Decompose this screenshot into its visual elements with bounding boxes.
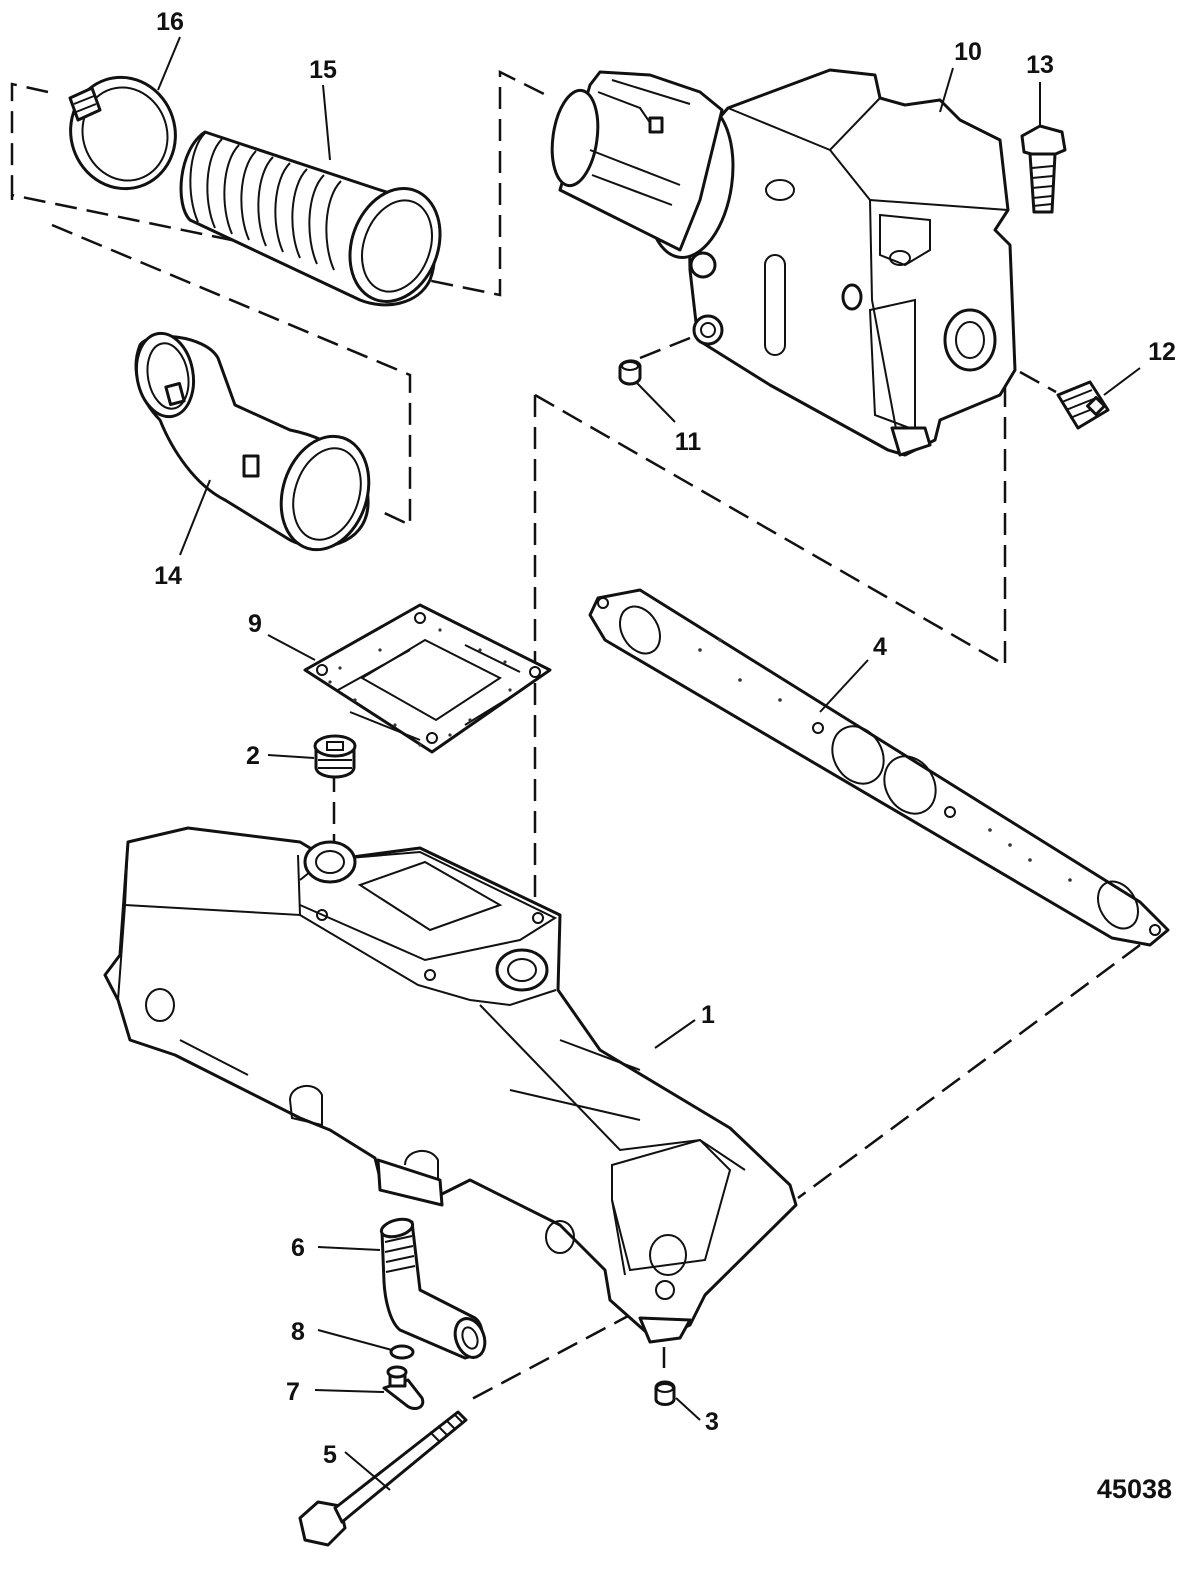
part-8-o-ring <box>389 1344 415 1360</box>
callout-8: 8 <box>291 1318 305 1346</box>
part-11-plug <box>618 359 642 386</box>
callout-16: 16 <box>156 8 184 36</box>
callout-12: 12 <box>1148 338 1176 366</box>
part-14-exhaust-elbow <box>134 331 371 552</box>
part-16-hose-clamp <box>68 75 177 191</box>
part-7-drain-fitting <box>382 1365 425 1410</box>
part-9-riser-gasket <box>303 603 552 754</box>
callout-11: 11 <box>675 428 702 456</box>
callout-numbers: 16 15 10 13 12 11 14 9 4 2 1 6 8 7 3 5 <box>154 8 1176 1469</box>
part-13-bolt <box>1020 124 1067 214</box>
callout-4: 4 <box>873 633 887 661</box>
callout-7: 7 <box>286 1378 300 1406</box>
callout-3: 3 <box>705 1408 719 1436</box>
part-6-elbow-fitting <box>379 1217 487 1360</box>
part-3-plug <box>654 1380 676 1406</box>
part-10-exhaust-riser <box>550 68 1017 457</box>
callout-1: 1 <box>701 1001 715 1029</box>
part-5-long-bolt <box>298 1410 468 1547</box>
figure-number: 45038 <box>1097 1474 1172 1504</box>
callout-10: 10 <box>954 38 982 66</box>
callout-5: 5 <box>323 1441 337 1469</box>
part-15-bellows-hose <box>179 130 442 307</box>
part-1-exhaust-manifold <box>103 826 798 1344</box>
callout-6: 6 <box>291 1234 305 1262</box>
part-4-manifold-gasket <box>588 588 1170 947</box>
callout-2: 2 <box>246 742 260 770</box>
part-12-pipe-plug <box>1056 380 1110 430</box>
part-2-drain-plug <box>313 734 357 779</box>
callout-15: 15 <box>309 56 337 84</box>
leader-lines <box>157 36 1141 1491</box>
callout-14: 14 <box>154 562 182 590</box>
callout-9: 9 <box>248 610 262 638</box>
callout-13: 13 <box>1026 51 1054 79</box>
